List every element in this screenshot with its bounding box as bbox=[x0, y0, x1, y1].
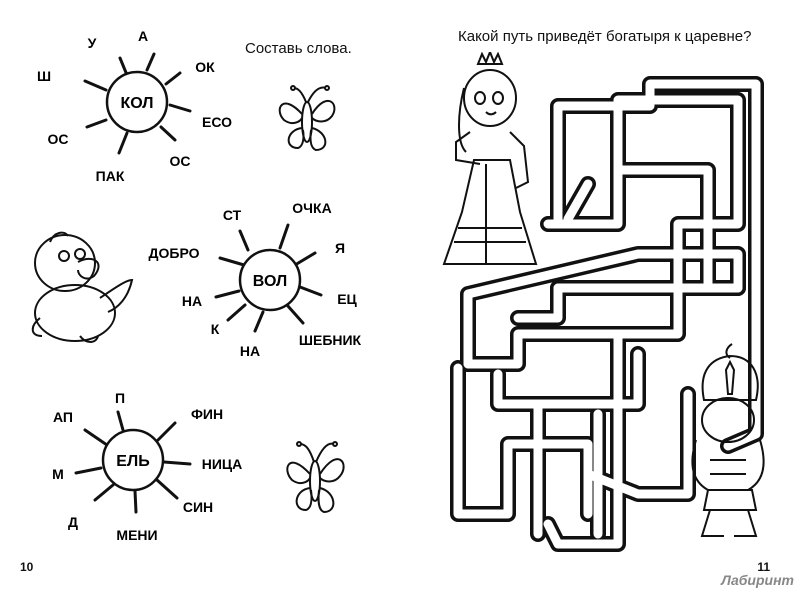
bogatyr-illustration bbox=[680, 340, 780, 540]
right-page-title: Какой путь приведёт богатыря к царевне? bbox=[458, 28, 752, 45]
sun-ray-label: ШЕБНИК bbox=[299, 332, 362, 348]
maze bbox=[438, 74, 768, 564]
sun-center-label: ВОЛ bbox=[253, 273, 287, 290]
page-number: 10 bbox=[20, 560, 34, 574]
sun-center-label: КОЛ bbox=[120, 95, 153, 112]
sun-ray-label: П bbox=[115, 390, 125, 406]
sun-center-label: ЕЛЬ bbox=[116, 453, 149, 470]
sun-ray-label: ОС bbox=[48, 131, 69, 147]
word-sun-el: ЕЛЬ П ФИН НИЦА СИН МЕНИ Д М АП bbox=[30, 375, 260, 550]
butterfly-illustration bbox=[272, 82, 342, 162]
word-sun-vol: ВОЛ СТ ОЧКА Я ЕЦ ШЕБНИК НА К НА ДОБРО bbox=[140, 195, 380, 370]
sun-ray-label: ФИН bbox=[191, 406, 223, 422]
sun-ray-label: ОЧКА bbox=[292, 200, 331, 216]
page-number: 11 bbox=[757, 560, 770, 574]
sun-ray-label: НА bbox=[182, 293, 202, 309]
left-page-title: Составь слова. bbox=[245, 40, 352, 57]
sun-ray-label: Д bbox=[68, 514, 78, 530]
sun-ray-label: ДОБРО bbox=[149, 245, 200, 261]
sun-ray-label: К bbox=[211, 321, 220, 337]
left-page: Составь слова. КОЛ У А ОК ЕСО ОС ПАК ОС … bbox=[20, 20, 380, 574]
duckling-illustration bbox=[20, 218, 140, 348]
butterfly-illustration bbox=[280, 436, 350, 521]
sun-ray-label: ЕЦ bbox=[337, 291, 357, 307]
watermark-logo: Лабиринт bbox=[721, 572, 794, 588]
sun-ray-label: ЕСО bbox=[202, 114, 232, 130]
sun-ray-label: СТ bbox=[223, 207, 242, 223]
sun-ray-label: А bbox=[138, 28, 148, 44]
sun-ray-label: М bbox=[52, 466, 64, 482]
word-sun-kol: КОЛ У А ОК ЕСО ОС ПАК ОС Ш bbox=[30, 20, 250, 200]
sun-ray-label: МЕНИ bbox=[116, 527, 157, 543]
sun-ray-label: ОК bbox=[195, 59, 215, 75]
sun-ray-label: Ш bbox=[37, 68, 51, 84]
tsarevna-illustration bbox=[430, 52, 550, 272]
sun-ray-label: Я bbox=[335, 240, 345, 256]
sun-ray-label: У bbox=[88, 35, 97, 51]
sun-ray-label: ПАК bbox=[96, 168, 125, 184]
sun-ray-label: НА bbox=[240, 343, 260, 359]
sun-ray-label: ОС bbox=[170, 153, 191, 169]
sun-ray-label: АП bbox=[53, 409, 73, 425]
sun-ray-label: СИН bbox=[183, 499, 213, 515]
right-page: Какой путь приведёт богатыря к царевне? bbox=[400, 0, 800, 592]
sun-ray-label: НИЦА bbox=[202, 456, 243, 472]
